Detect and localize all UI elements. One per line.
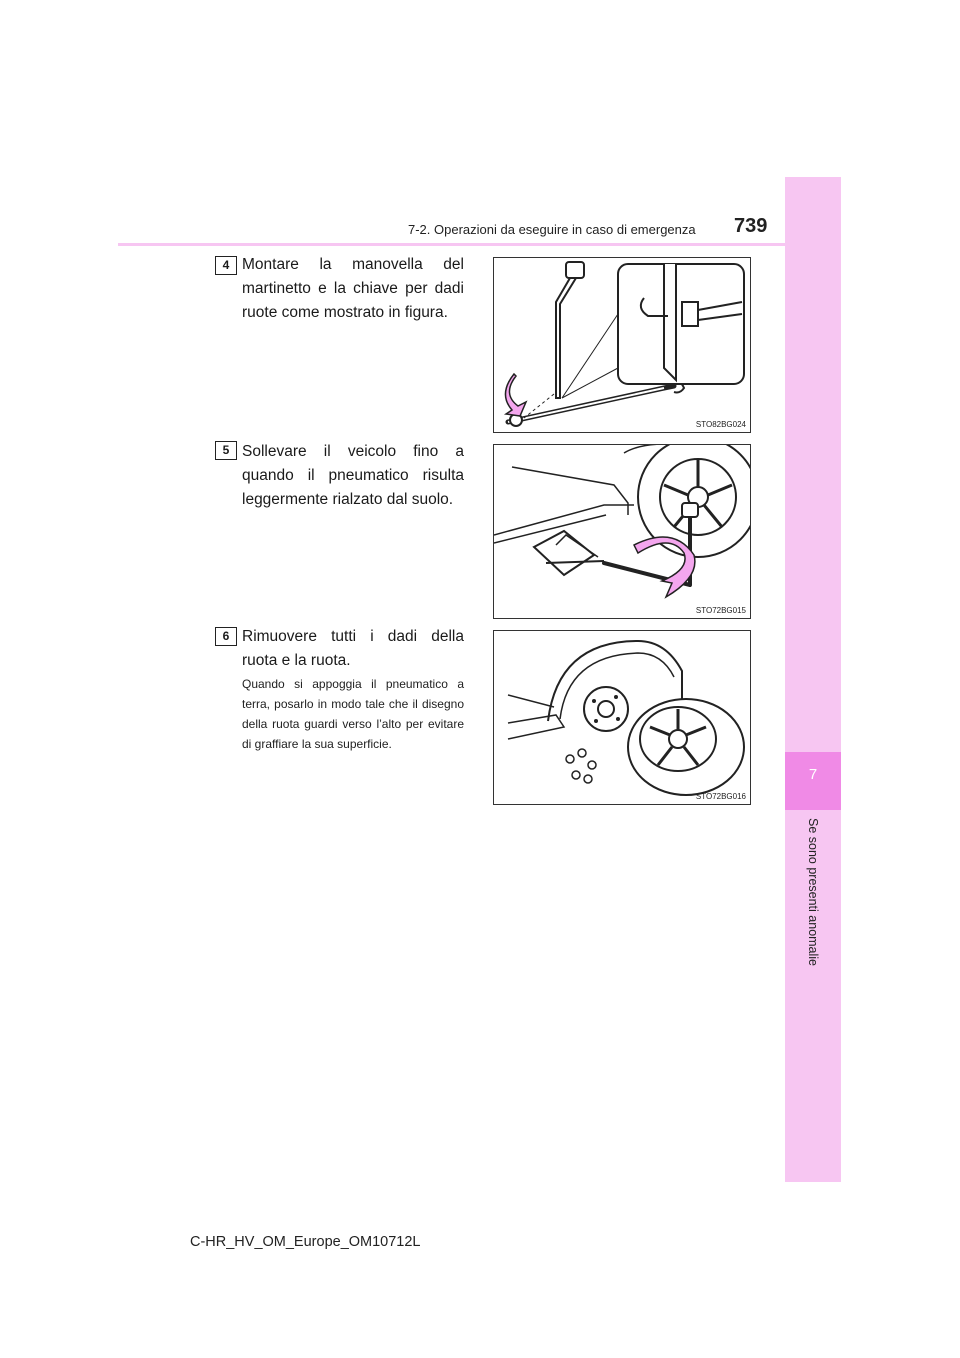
chapter-number-tab — [785, 752, 841, 810]
figure-code-6: STO72BG016 — [695, 792, 746, 801]
figure-code-4: STO82BG024 — [695, 420, 746, 429]
chapter-title: Se sono presenti anomalie — [806, 818, 820, 967]
page-number: 739 — [734, 215, 768, 237]
step-badge-5: 5 — [215, 441, 237, 460]
step-badge-6: 6 — [215, 627, 237, 646]
chapter-number: 7 — [808, 766, 818, 783]
jack-lift-illustration — [494, 445, 750, 599]
step-5-text: Sollevare il veicolo fino a quando il pn… — [242, 443, 464, 508]
jack-handle-illustration — [503, 261, 745, 427]
figure-code-5: STO72BG015 — [695, 606, 746, 615]
header-rule — [118, 243, 785, 246]
step-4-text: Montare la manovella del martinetto e la… — [242, 256, 464, 321]
figure-wheel-removal: STO72BG016 — [493, 630, 751, 805]
figure-jack-handle: STO82BG024 — [493, 257, 751, 433]
chapter-side-tab — [785, 177, 841, 1182]
step-6-text: Rimuovere tutti i dadi della ruota e la … — [242, 628, 464, 669]
step-badge-4: 4 — [215, 256, 237, 275]
step-6-note: Quando si appoggia il pneumatico a terra… — [242, 677, 464, 751]
wheel-removal-illustration — [507, 639, 745, 796]
section-header: 7-2. Operazioni da eseguire in caso di e… — [408, 222, 696, 237]
document-id: C-HR_HV_OM_Europe_OM10712L — [190, 1234, 421, 1250]
figure-jack-lift: STO72BG015 — [493, 444, 751, 619]
